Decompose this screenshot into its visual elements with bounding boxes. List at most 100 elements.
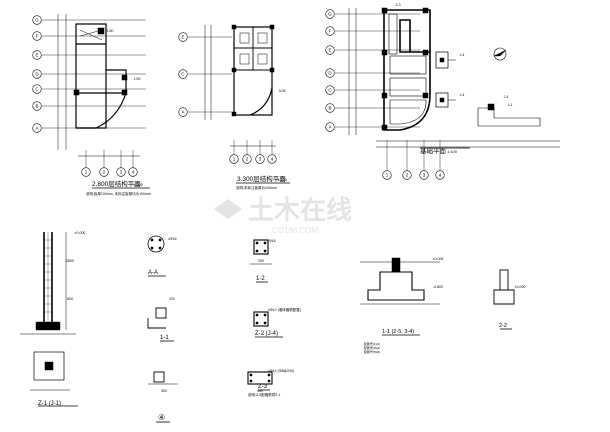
section-13-legend: 配筋号(3)(4) bbox=[364, 345, 380, 350]
aa-title: A-A bbox=[148, 270, 158, 276]
plan3-axis-C bbox=[325, 85, 335, 95]
plan1-column bbox=[121, 89, 128, 96]
plan3-axis-G bbox=[325, 9, 335, 19]
plan2-axis-C-label: C bbox=[181, 72, 185, 77]
section-22-elev: ±0.000 bbox=[515, 285, 526, 289]
s4-title: ④ bbox=[158, 413, 165, 422]
section-13-elev1: ±0.000 bbox=[433, 257, 444, 261]
s11-title: 1-1 bbox=[160, 335, 169, 341]
plan3-axis-D bbox=[325, 68, 335, 78]
plan3-axis-1-label: 1 bbox=[386, 173, 389, 178]
plan2-axis-1-label: 1 bbox=[233, 157, 236, 162]
plan1-axis-D bbox=[32, 69, 42, 79]
section-22-footing bbox=[493, 289, 515, 305]
section-12-rebar bbox=[263, 249, 267, 253]
plan1-axis-G-label: G bbox=[35, 18, 39, 23]
plan3-room bbox=[389, 77, 427, 97]
plan2-opening bbox=[239, 53, 250, 65]
plan2-opening bbox=[257, 32, 268, 44]
section-12-dim: 200 bbox=[258, 259, 264, 263]
aa-note: 4Φ16 bbox=[168, 237, 177, 241]
plan2-column bbox=[269, 24, 275, 30]
plan3-room bbox=[389, 55, 427, 75]
z1-dim-text: 2800 bbox=[66, 259, 74, 263]
aa-section-circle bbox=[147, 235, 165, 253]
plan1-scale: 1:100 bbox=[133, 182, 144, 187]
section-11-dim: 200 bbox=[169, 297, 175, 301]
plan2-axis-A bbox=[178, 107, 188, 117]
plan3-footing bbox=[422, 92, 429, 99]
plan3-scale: 1:100 bbox=[447, 149, 458, 154]
plan3-axis-B-label: B bbox=[328, 106, 331, 111]
section-11-box bbox=[155, 307, 167, 319]
plan3-footing bbox=[381, 92, 388, 99]
z3-rebar bbox=[267, 379, 271, 383]
plan3-step-detail bbox=[477, 107, 541, 127]
s22-title: 2-2 bbox=[499, 323, 507, 329]
plan1-axis-D-label: D bbox=[35, 72, 39, 77]
plan3-step-label: J-4 bbox=[504, 95, 509, 99]
plan3-axis-F-label: F bbox=[329, 29, 332, 34]
plan3-step-label: J-1 bbox=[508, 103, 513, 107]
plan2-column bbox=[231, 111, 237, 117]
aa-rebar-dot bbox=[150, 246, 154, 250]
plan2-axis-4-label: 4 bbox=[271, 157, 274, 162]
z1-plan-column bbox=[44, 361, 54, 371]
plan2-curved-wall bbox=[249, 87, 273, 116]
z2-rebar bbox=[255, 321, 259, 325]
plan1-axis-3-label: 3 bbox=[120, 170, 123, 175]
detail-4-box bbox=[153, 371, 165, 383]
s13-title: 1-1 (2-5, 3-4) bbox=[382, 329, 414, 335]
plan3-footing bbox=[381, 7, 388, 14]
z3-rebar bbox=[249, 373, 253, 377]
z1-plan-section bbox=[33, 351, 65, 381]
z3-note: 4Φ14 (Φ8@200) bbox=[268, 369, 294, 373]
plan2-axis-C bbox=[178, 69, 188, 79]
plan2-title: 3.300层结构平面 bbox=[237, 174, 286, 183]
z2-rebar bbox=[263, 321, 267, 325]
section-13-wall bbox=[391, 257, 401, 273]
plan3-axis-3-label: 3 bbox=[423, 173, 426, 178]
plan3-axis-C-label: C bbox=[328, 88, 332, 93]
section-12-rebar bbox=[255, 249, 259, 253]
plan3-axis-B bbox=[325, 103, 335, 113]
z3-rebar bbox=[249, 379, 253, 383]
detail-4-dim: 300 bbox=[161, 389, 167, 393]
plan1-column bbox=[97, 27, 105, 35]
plan2-column bbox=[269, 67, 275, 73]
plan3-axis-E bbox=[325, 45, 335, 55]
z2-title: Z-2 (J-4) bbox=[255, 331, 278, 337]
plan3-column bbox=[439, 57, 445, 63]
plan3-axis-2-label: 2 bbox=[406, 173, 409, 178]
z2-rebar bbox=[255, 313, 259, 317]
plan1-axis-C-label: C bbox=[35, 87, 39, 92]
plan2-dim-text: 3.05 bbox=[279, 89, 286, 93]
plan1-dim-text: 1.50 bbox=[107, 29, 114, 33]
watermark: 土木在线 CO188.COM bbox=[214, 195, 352, 235]
watermark-logo-icon bbox=[214, 199, 242, 219]
plan3-footing bbox=[381, 124, 388, 131]
plan3-axis-F bbox=[325, 26, 335, 36]
plan1-column bbox=[73, 89, 80, 96]
section-13-elev2: -0.800 bbox=[433, 285, 443, 289]
z1-dim-text: 800 bbox=[67, 297, 73, 301]
plan1-axis-2-label: 2 bbox=[103, 170, 106, 175]
plan2-column bbox=[231, 67, 237, 73]
plan3-axis-A bbox=[325, 122, 335, 132]
z3-box bbox=[247, 371, 273, 385]
detail-sections: 2800800±0.000200300200400±0.000-0.800配筋号… bbox=[20, 231, 526, 423]
plan1-axis-B bbox=[32, 101, 42, 111]
s12-note: 4Φ16 bbox=[267, 239, 276, 243]
plan3-footing bbox=[381, 49, 388, 56]
plan3-footing bbox=[422, 7, 429, 14]
plan2-column bbox=[231, 24, 237, 30]
north-arrow-icon bbox=[493, 47, 507, 61]
plan1-axis-4-label: 4 bbox=[132, 170, 135, 175]
z2-note: 4Φ12 (墙体箍筋配置) bbox=[268, 307, 301, 312]
plan3-axis-D-label: D bbox=[328, 71, 332, 76]
section-12-box bbox=[253, 239, 269, 255]
aa-rebar-dot bbox=[158, 238, 162, 242]
plan1-axis-B-label: B bbox=[35, 104, 38, 109]
